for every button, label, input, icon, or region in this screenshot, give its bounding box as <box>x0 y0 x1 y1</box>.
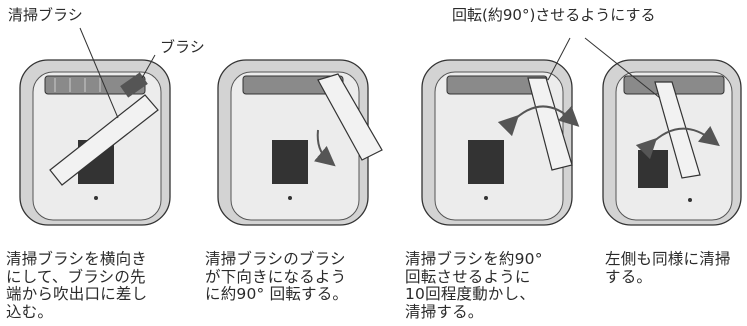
caption-line: に約90° 回転する。 <box>205 285 349 303</box>
caption-step1: 清掃ブラシを横向き にして、ブラシの先 端から吹出口に差し 込む。 <box>6 250 148 321</box>
caption-step3: 清掃ブラシを約90° 回転させるように 10回程度動かし、 清掃する。 <box>405 250 543 321</box>
caption-line: 左側も同様に清掃 <box>605 250 731 268</box>
caption-step4: 左側も同様に清掃 する。 <box>605 250 731 286</box>
logo-icon <box>638 150 668 188</box>
rotate-arrow-icon <box>635 125 720 160</box>
device-illustration-step1 <box>19 27 171 226</box>
device-illustration-step2 <box>217 59 383 226</box>
caption-line: 清掃ブラシを横向き <box>6 250 147 268</box>
caption-line: 10回程度動かし、 <box>405 285 536 303</box>
logo-icon <box>272 140 308 184</box>
caption-line: が下向きになるよう <box>205 267 347 286</box>
device-illustration-step3 <box>421 37 580 226</box>
caption-line: 清掃する。 <box>405 302 484 321</box>
cleaning-brush-icon <box>317 73 383 161</box>
caption-line: 清掃ブラシを約90° <box>405 250 543 268</box>
logo-icon <box>468 140 504 184</box>
rotate-arrow-icon <box>497 105 580 137</box>
brush-label: ブラシ <box>160 38 205 56</box>
caption-line: 清掃ブラシのブラシ <box>205 250 346 268</box>
caption-line: する。 <box>605 267 653 286</box>
rotate-note-label: 回転(約90°)させるようにする <box>452 6 656 24</box>
caption-line: 込む。 <box>6 302 54 321</box>
caption-line: 回転させるように <box>405 267 531 286</box>
device-illustration-step4 <box>584 37 742 226</box>
caption-line: にして、ブラシの先 <box>6 267 146 286</box>
rotate-arrow-icon <box>313 129 336 167</box>
caption-line: 端から吹出口に差し <box>6 285 148 303</box>
cleaning-brush-icon <box>49 72 159 186</box>
caption-step2: 清掃ブラシのブラシ が下向きになるよう に約90° 回転する。 <box>205 250 349 304</box>
cleaning-brush-label: 清掃ブラシ <box>8 6 83 24</box>
